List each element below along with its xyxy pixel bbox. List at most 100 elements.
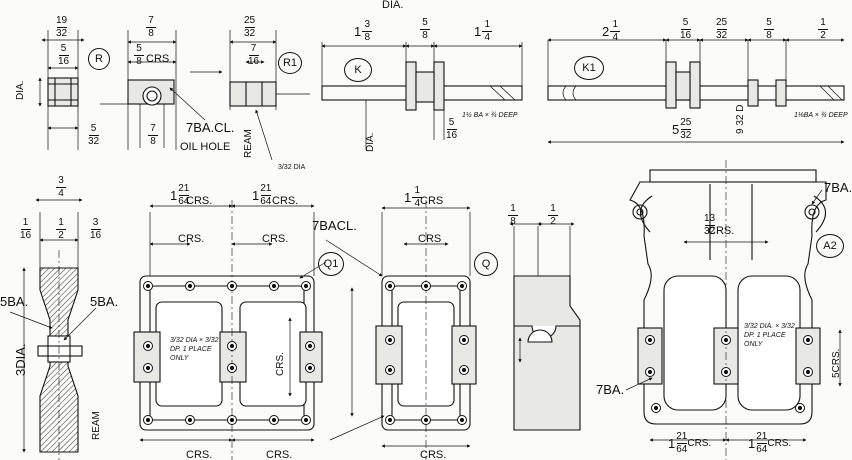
bolt-hole-center <box>647 369 653 375</box>
bolt-hole-center <box>423 283 429 289</box>
label-7ba-a2: 7BA. <box>824 180 852 195</box>
left-plate-view <box>133 200 327 460</box>
bolt-hole-center <box>145 343 151 349</box>
bolt-hole-center <box>145 283 151 289</box>
label-3dia-pulley: 3DIA. <box>13 343 28 376</box>
tag-k1: K1 <box>574 56 604 80</box>
label-crs-13-32: CRS. <box>708 225 735 237</box>
bolt-hole-center <box>459 417 465 423</box>
label-crs-5-8: CRS <box>146 53 170 65</box>
bolt-hole-center <box>271 417 277 423</box>
label-oil-hole: OIL HOLE <box>180 141 231 153</box>
bolt-hole-center <box>647 337 653 343</box>
bolt-hole-center <box>797 405 803 411</box>
label-half-crs-c: CRS <box>418 233 442 245</box>
tag-r1: R1 <box>278 52 302 74</box>
part-crank-view <box>100 30 223 150</box>
bolt-hole-center <box>307 343 313 349</box>
label-crs-bot-left: CRS. <box>186 449 213 460</box>
label-7bacl-q: 7BACL. <box>312 218 357 233</box>
bolt-hole-center <box>229 365 235 371</box>
label-tapping-k1: 1⅛BA × ¾ DEEP <box>794 112 848 119</box>
note-q1-drilling: 3/32 DIA × 3/32 DP. 1 PLACE ONLY <box>170 337 219 362</box>
bolt-hole-center <box>423 417 429 423</box>
frame-a2-view <box>625 160 842 460</box>
label-crs-right: CRS. <box>272 195 299 207</box>
label-half-crs-a: CRS. <box>178 233 205 245</box>
label-crs-left: CRS. <box>186 195 213 207</box>
label-crs-1-4: CRS <box>420 195 444 207</box>
label-crs-left-plate: CRS. <box>275 352 286 376</box>
bolt-hole-center <box>387 417 393 423</box>
bolt-hole-center <box>805 369 811 375</box>
label-ream-pulley: REAM <box>91 411 102 440</box>
label-dia-top: DIA. <box>382 0 404 11</box>
shaft-k-view <box>321 42 523 150</box>
bolt-hole-center <box>145 365 151 371</box>
bolt-hole-center <box>271 283 277 289</box>
bolt-hole-center <box>229 343 235 349</box>
part-r-view <box>38 30 85 150</box>
bolt-hole-center <box>461 367 467 373</box>
bolt-hole-center <box>229 417 235 423</box>
pulley-view <box>9 198 97 460</box>
label-dia-2-7-64: DIA. <box>15 80 26 100</box>
bolt-hole-center <box>187 417 193 423</box>
label-crs-bot-right: CRS. <box>266 449 293 460</box>
label-tapping-k: 1½ BA × ¾ DEEP <box>462 112 518 119</box>
bolt-hole-center <box>387 283 393 289</box>
label-half-crs-b: CRS. <box>262 233 289 245</box>
bolt-hole-center <box>387 367 393 373</box>
label-ream-9-32: REAM <box>243 129 254 158</box>
label-3-32-dia: 3/32 DIA <box>278 164 306 171</box>
middle-plate-view <box>325 200 477 460</box>
tag-a2: A2 <box>816 234 844 258</box>
tag-q: Q <box>474 252 498 276</box>
label-5ba-left: 5BA. <box>0 294 29 309</box>
bolt-hole-center <box>303 283 309 289</box>
label-dia-3-32-k: DIA. <box>365 132 376 152</box>
bolt-hole-center <box>653 405 659 411</box>
part-r1-view <box>229 30 310 161</box>
tag-k: K <box>344 58 372 82</box>
shaft-k1-view <box>547 38 845 144</box>
bolt-hole-center <box>187 283 193 289</box>
side-block-view <box>509 222 581 431</box>
label-crs-bot-mid: CRS. <box>420 449 447 460</box>
bolt-hole-center <box>723 369 729 375</box>
bolt-hole-center <box>229 283 235 289</box>
bolt-hole-center <box>303 417 309 423</box>
bolt-hole-center <box>461 337 467 343</box>
bolt-hole-center <box>805 337 811 343</box>
bolt-hole-center <box>387 337 393 343</box>
label-7ba-a2-low: 7BA. <box>596 382 625 397</box>
tag-r: R <box>88 48 110 70</box>
